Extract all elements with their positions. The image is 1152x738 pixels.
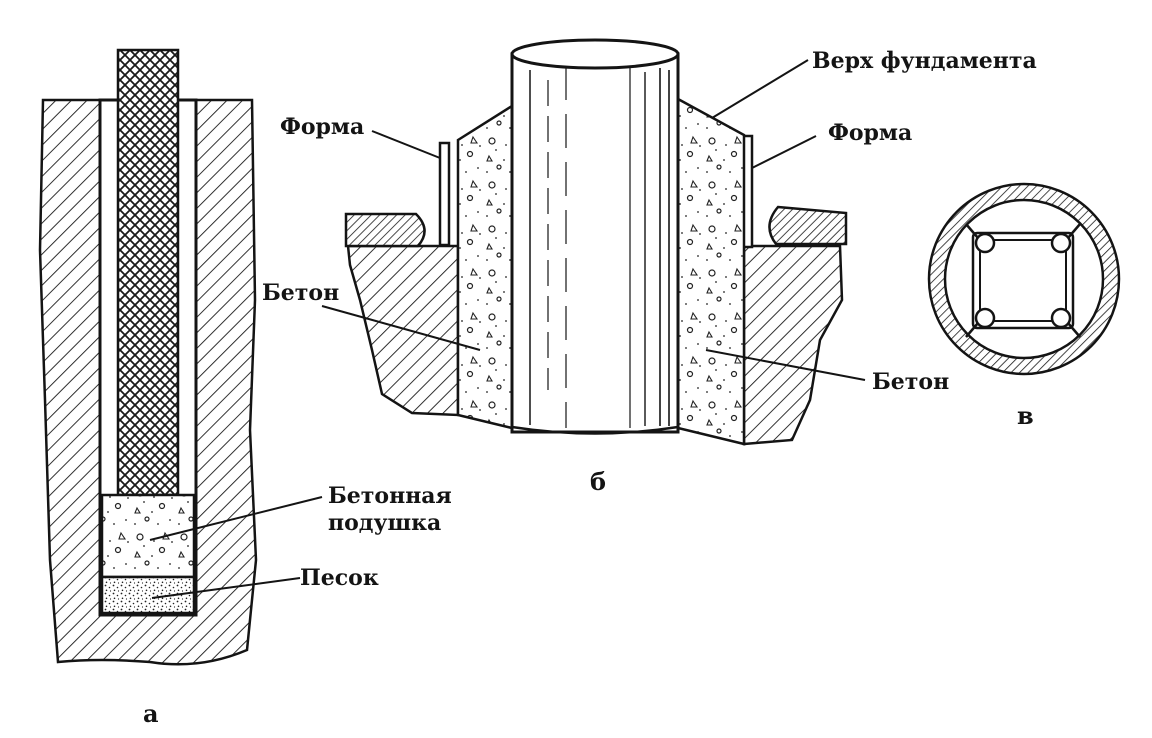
label-form-right: Форма: [828, 120, 912, 146]
concrete-pad: [100, 493, 196, 579]
label-concrete-pad-2: подушка: [328, 510, 441, 536]
concrete-right: [676, 96, 746, 446]
rebar-cage-inner: [979, 239, 1067, 322]
pillar-top: [510, 38, 680, 70]
concrete-left: [456, 103, 514, 430]
leader-foundation-top: [711, 59, 809, 119]
label-concrete-right: Бетон: [872, 369, 949, 395]
leader-concrete-left: [321, 305, 481, 351]
pillar-shading: [529, 66, 670, 428]
pillar: [116, 48, 180, 497]
rebar-cage-outer: [971, 231, 1075, 330]
label-foundation-top: Верх фундамента: [812, 48, 1037, 74]
soil-b-right: [742, 244, 844, 446]
rebar-2: [1050, 232, 1072, 254]
label-concrete-left: Бетон: [262, 280, 339, 306]
leader-form-left: [371, 130, 441, 159]
leader-concrete-pad: [149, 496, 323, 541]
spacers: [965, 223, 1081, 338]
panel-b: Верх фундамента Форма Форма Бетон Бетон …: [262, 38, 1037, 496]
caption-b: б: [590, 467, 606, 496]
leader-form-right: [751, 135, 817, 169]
label-sand: Песок: [300, 565, 379, 591]
leader-sand: [151, 577, 301, 599]
caption-a: а: [143, 699, 159, 728]
surface-left: [344, 212, 426, 248]
soil-b-left: [346, 244, 460, 417]
leader-concrete-right: [705, 349, 866, 381]
panel-a: Бетонная подушка Песок а: [38, 48, 452, 728]
pillar-b: [510, 52, 680, 434]
label-concrete-pad-1: Бетонная: [328, 483, 452, 509]
rebar-3: [974, 307, 996, 329]
surface-right: [768, 205, 848, 246]
rebar-1: [974, 232, 996, 254]
rebar-4: [1050, 307, 1072, 329]
panel-c: в: [927, 182, 1121, 430]
form-board-left: [438, 141, 451, 247]
caption-c: в: [1017, 401, 1034, 430]
label-form-left: Форма: [280, 114, 364, 140]
